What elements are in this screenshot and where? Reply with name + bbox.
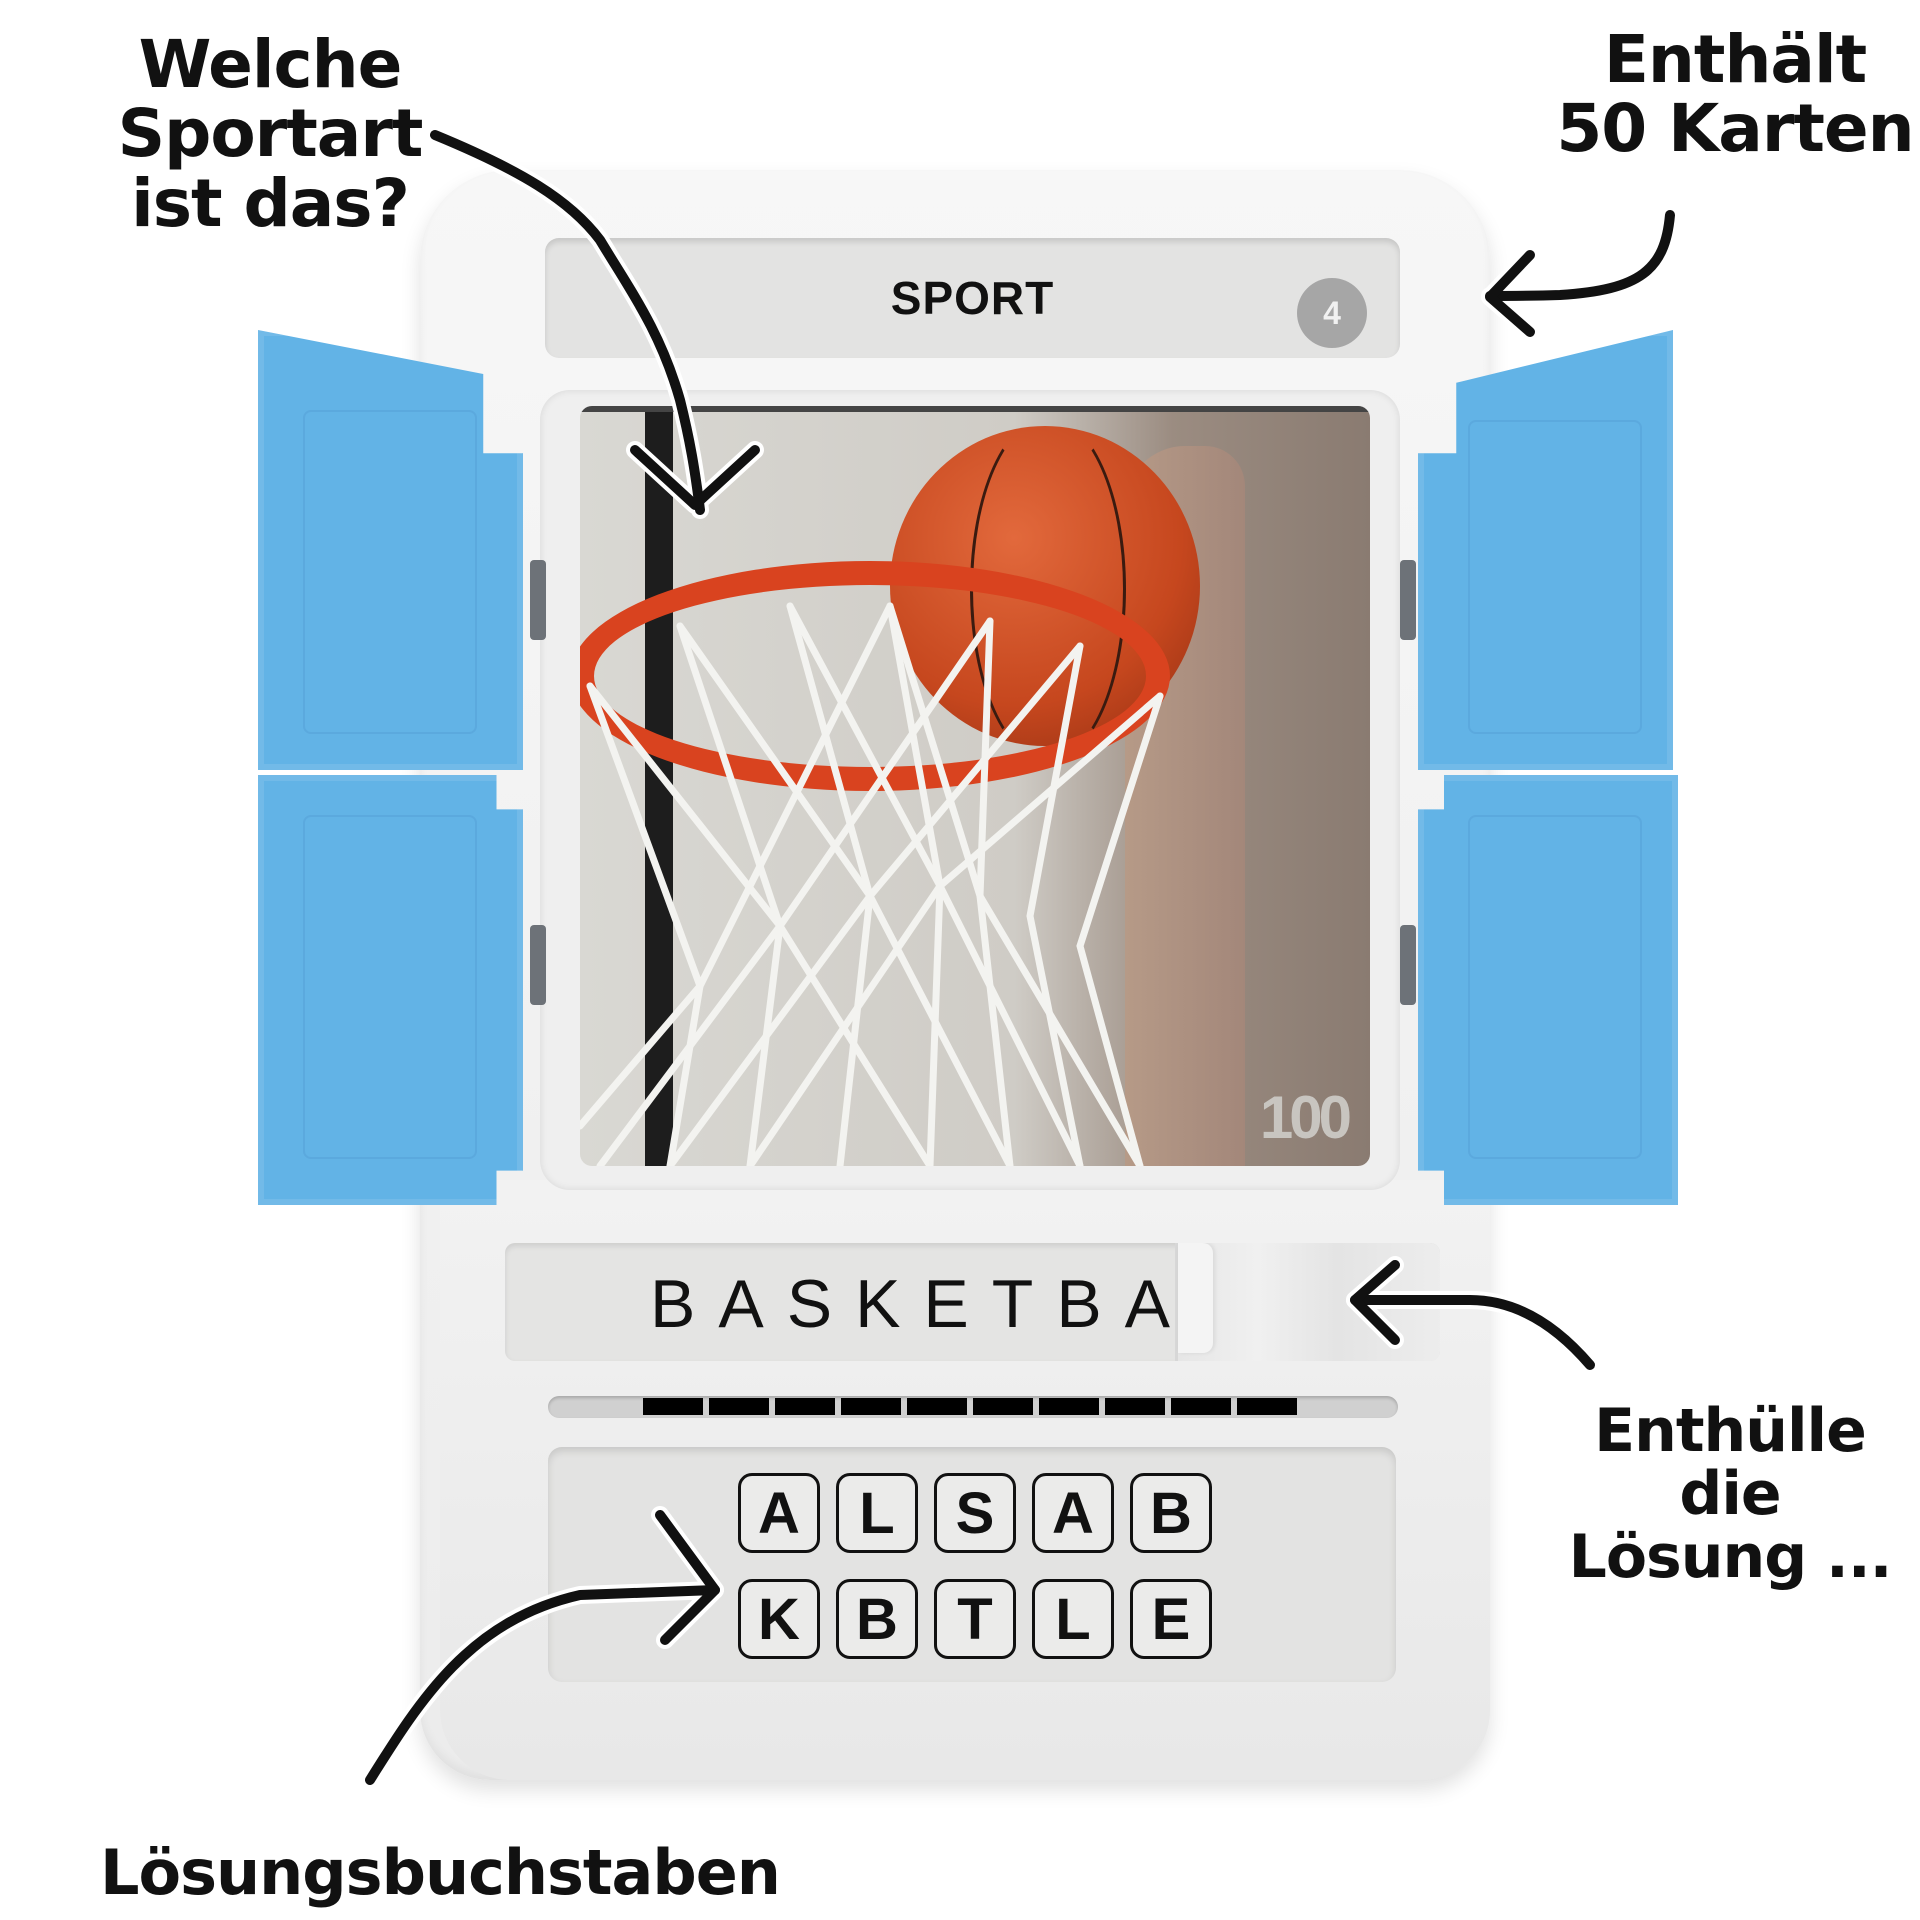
- left-upper-latch: [530, 560, 546, 640]
- quiz-photo-basketball: 100: [580, 406, 1370, 1166]
- right-lower-door[interactable]: [1418, 775, 1678, 1205]
- annotation-reveal-line1: Enthülle die: [1594, 1396, 1867, 1529]
- letter-slot: [775, 1398, 835, 1415]
- letter-tile: T: [934, 1579, 1016, 1659]
- revealed-answer-text: BASKETBA: [650, 1266, 1194, 1342]
- backboard-top: [580, 406, 1370, 412]
- right-upper-door[interactable]: [1418, 330, 1673, 770]
- door-panel-inset: [303, 815, 477, 1159]
- letter-slot: [841, 1398, 901, 1415]
- right-lower-latch: [1400, 925, 1416, 1005]
- annotation-question-line1: Welche Sportart: [117, 26, 424, 173]
- letter-tile: L: [1032, 1579, 1114, 1659]
- letter-tile: E: [1130, 1579, 1212, 1659]
- answer-reveal-window: BASKETBA: [505, 1243, 1440, 1361]
- door-panel-inset: [303, 410, 477, 734]
- left-lower-door[interactable]: [258, 775, 523, 1205]
- letter-tile: A: [1032, 1473, 1114, 1553]
- card-number-badge: 4: [1297, 278, 1367, 348]
- annotation-question: Welche Sportart ist das?: [20, 30, 520, 238]
- annotation-cards-line2: 50 Karten: [1556, 90, 1914, 168]
- letter-tile: B: [836, 1579, 918, 1659]
- annotation-card-count: Enthält 50 Karten: [1550, 25, 1920, 164]
- brand-watermark-100: 100: [1259, 1084, 1352, 1151]
- letter-slot: [1105, 1398, 1165, 1415]
- annotation-reveal-line2: Lösung ...: [1568, 1522, 1893, 1592]
- letter-slot: [709, 1398, 769, 1415]
- letter-tile: L: [836, 1473, 918, 1553]
- solution-letters-panel: A L S A B K B T L E: [548, 1447, 1396, 1682]
- letter-tile: S: [934, 1473, 1016, 1553]
- annotation-cards-line1: Enthält: [1603, 21, 1867, 98]
- letter-slot: [1171, 1398, 1231, 1415]
- letter-tile: B: [1130, 1473, 1212, 1553]
- door-panel-inset: [1468, 815, 1642, 1159]
- left-lower-latch: [530, 925, 546, 1005]
- letter-slot: [1237, 1398, 1297, 1415]
- reveal-slider[interactable]: [1175, 1243, 1440, 1361]
- category-label: SPORT: [890, 272, 1055, 324]
- annotation-reveal-solution: Enthülle die Lösung ...: [1540, 1400, 1920, 1589]
- hoop-net: [580, 602, 1164, 1166]
- letter-slot: [643, 1398, 703, 1415]
- letter-tile: K: [738, 1579, 820, 1659]
- category-header: SPORT 4: [545, 238, 1400, 358]
- letter-slot: [973, 1398, 1033, 1415]
- annotation-question-line2: ist das?: [131, 164, 410, 242]
- door-panel-inset: [1468, 420, 1642, 734]
- annotation-solution-letters: Lösungsbuchstaben: [100, 1836, 781, 1909]
- letter-slot: [1039, 1398, 1099, 1415]
- letter-tile: A: [738, 1473, 820, 1553]
- left-upper-door[interactable]: [258, 330, 523, 770]
- letter-count-bar: [548, 1396, 1398, 1418]
- reveal-slider-handle[interactable]: [1178, 1243, 1213, 1353]
- arrow-to-card-slot: [1485, 210, 1675, 301]
- letter-slot: [907, 1398, 967, 1415]
- right-upper-latch: [1400, 560, 1416, 640]
